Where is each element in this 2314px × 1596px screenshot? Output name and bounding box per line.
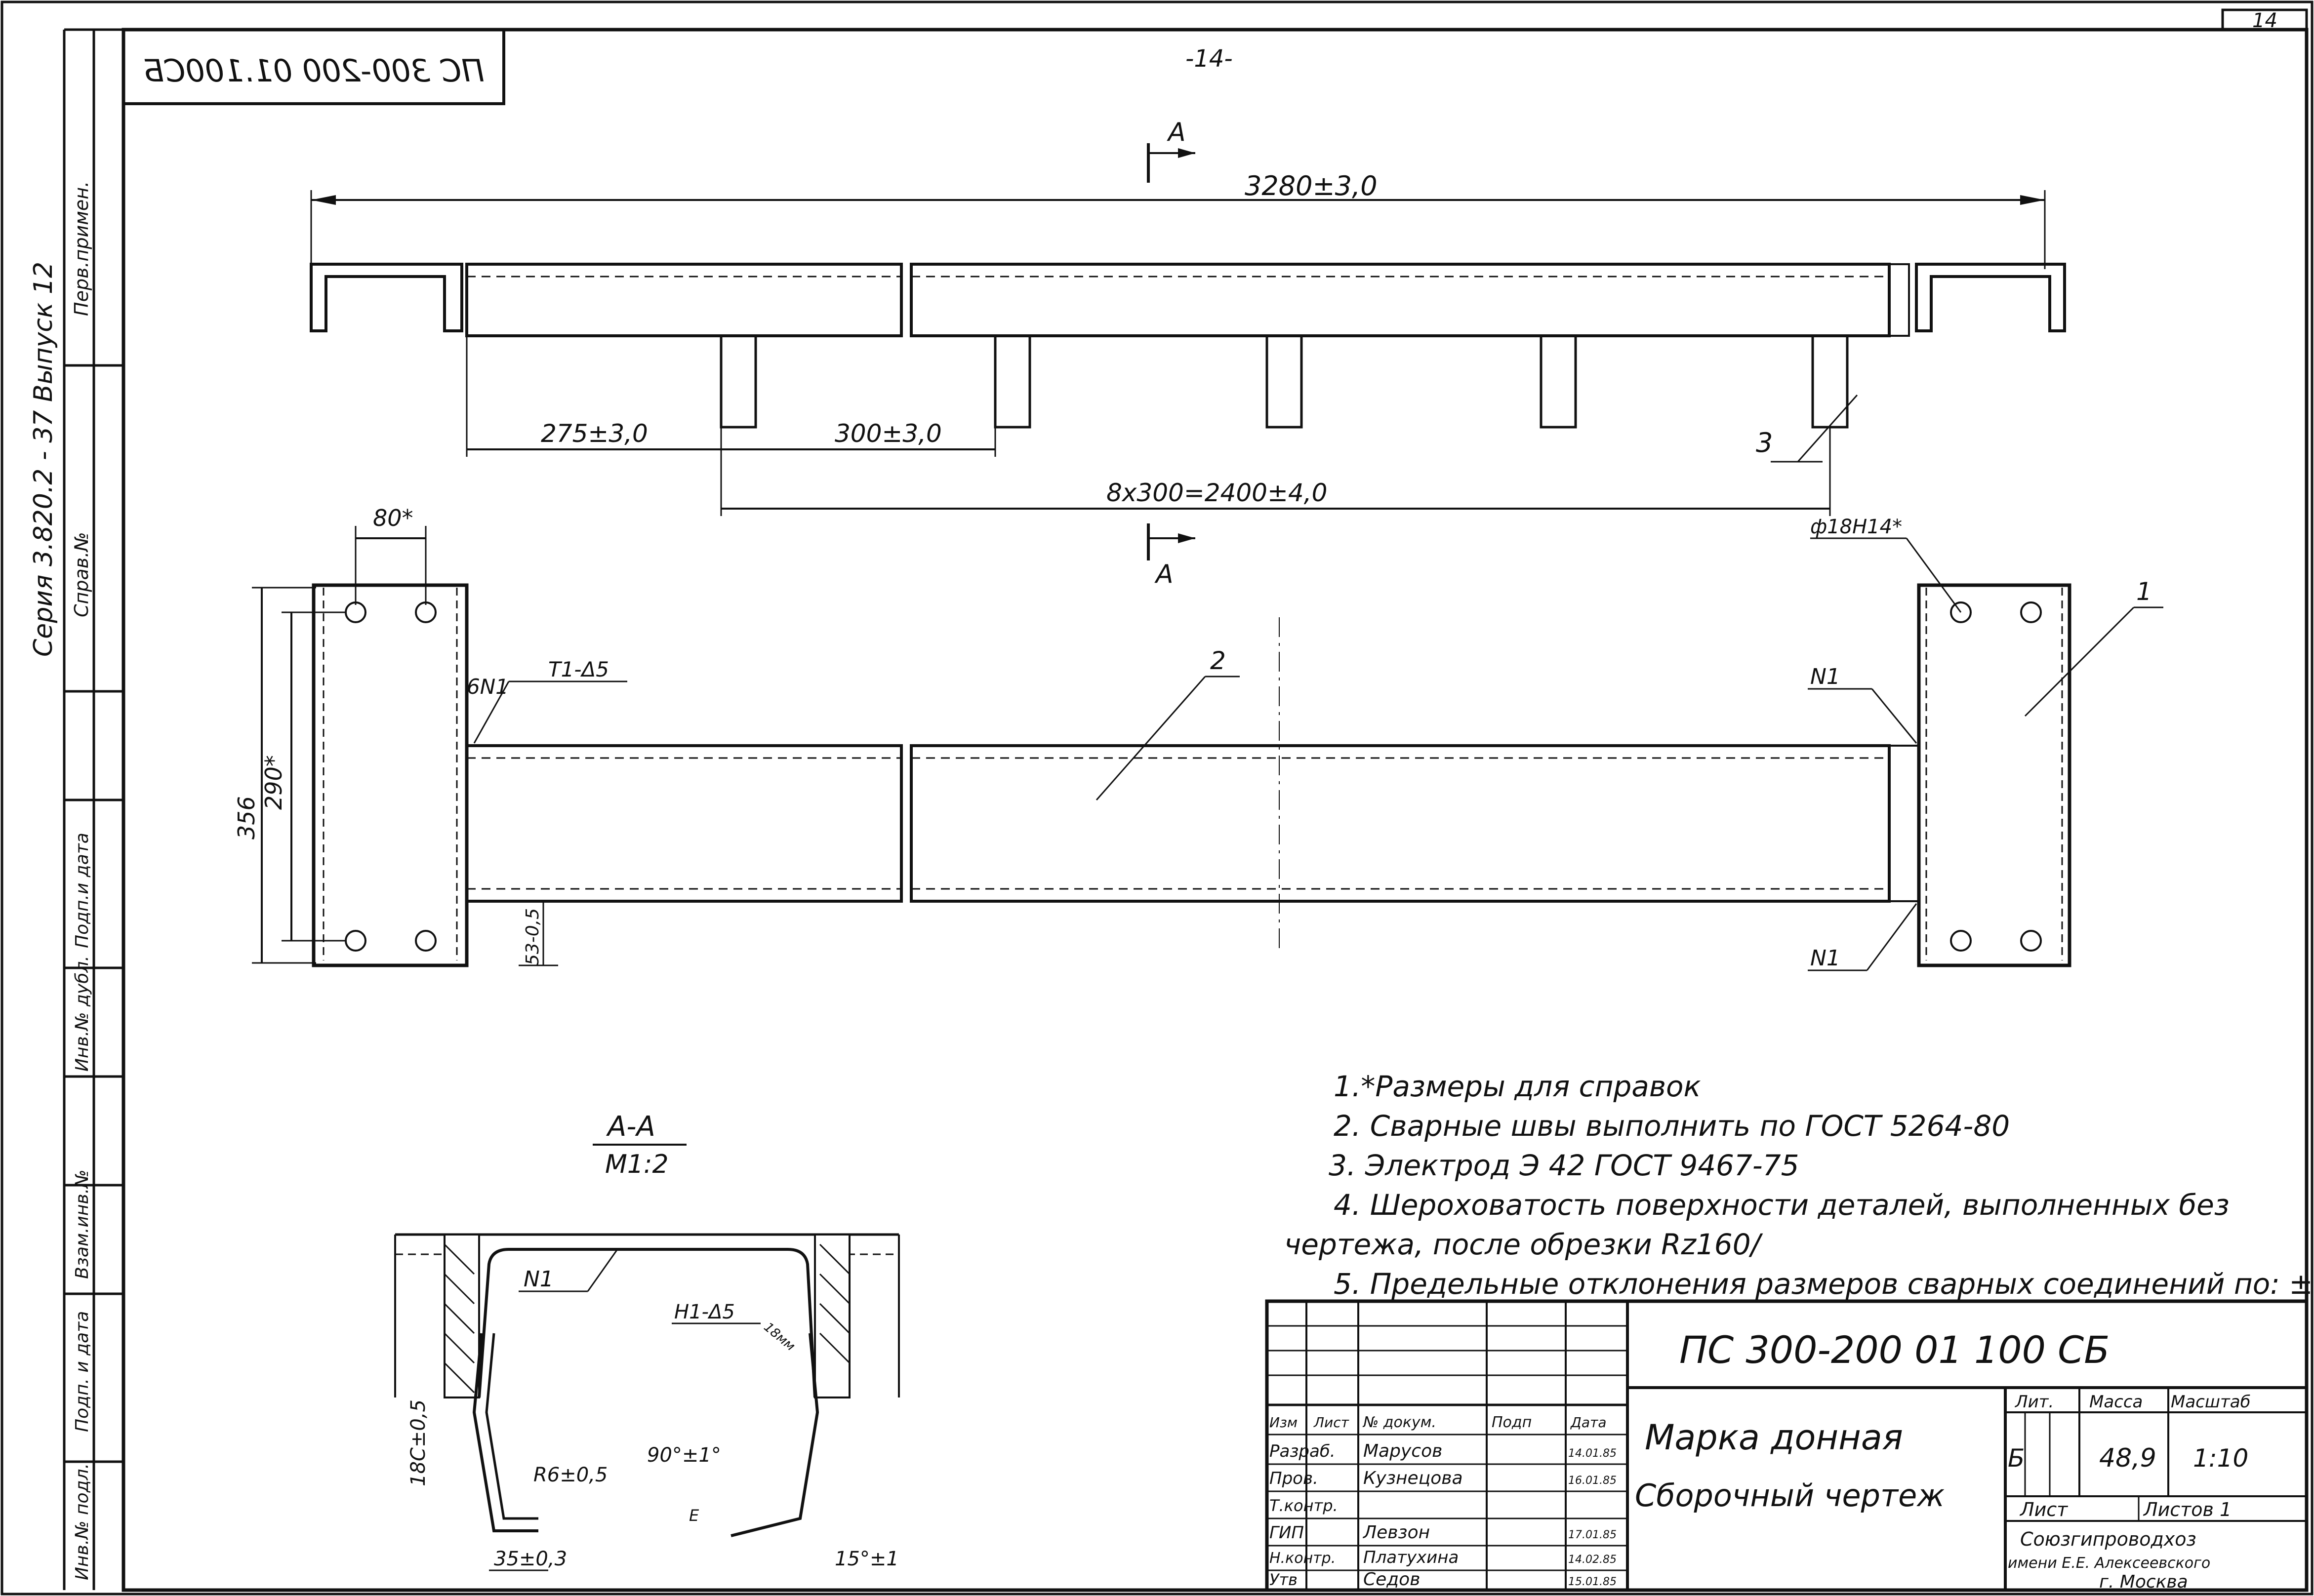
row-utv-name: Седов bbox=[1363, 1569, 1420, 1590]
hole-diameter-label: ф18Н14* bbox=[1810, 516, 1902, 538]
page-number: -14- bbox=[1185, 45, 1233, 73]
sprav-no-label: Справ.№ bbox=[71, 532, 92, 617]
perv-primen-label: Перв.примен. bbox=[71, 181, 92, 316]
plate-height-label: 356 bbox=[233, 796, 260, 839]
row-nkontr-role: Н.контр. bbox=[1269, 1550, 1336, 1567]
note-2: 2. Сварные швы выполнить по ГОСТ 5264-80 bbox=[1334, 1109, 2010, 1143]
notes: 1.*Размеры для справок 2. Сварные швы вы… bbox=[1284, 1070, 2314, 1301]
section-width-dim: 35±0,3 bbox=[494, 1548, 567, 1570]
sheet-label: Лист bbox=[2019, 1499, 2069, 1520]
section-weld-h1: Н1-Δ5 bbox=[674, 1301, 735, 1323]
section-angle: 90°±1° bbox=[647, 1444, 721, 1467]
row-nkontr-date: 14.02.85 bbox=[1568, 1554, 1617, 1566]
podp-data-label: Подп.и дата bbox=[72, 833, 92, 948]
row-tkontr-role: Т.контр. bbox=[1269, 1496, 1338, 1515]
row-prov-role: Пров. bbox=[1269, 1469, 1318, 1488]
org-line1: Союзгипроводхоз bbox=[2020, 1528, 2196, 1550]
mass-label: Масса bbox=[2089, 1392, 2143, 1412]
org-line2: имени Е.Е. Алексеевского bbox=[2008, 1555, 2210, 1572]
mirrored-code: ПС 300-200 01.100СБ bbox=[143, 53, 484, 89]
section-mark-top: А bbox=[1167, 118, 1186, 147]
pitch-label: 300±3,0 bbox=[835, 419, 942, 448]
section-weld-size: 18мм bbox=[761, 1319, 798, 1354]
lit-label: Лит. bbox=[2014, 1392, 2054, 1412]
mirrored-code-box bbox=[122, 28, 505, 105]
row-nkontr-name: Платухина bbox=[1363, 1548, 1459, 1567]
weld-left-type: Т1-Δ5 bbox=[548, 657, 609, 681]
inv-dubl-label: Инв.№ дубл. bbox=[72, 956, 92, 1072]
section-mark-bottom: А bbox=[1154, 559, 1174, 589]
row-utv-date: 15.01.85 bbox=[1568, 1576, 1617, 1588]
side-strip: Серия 3.820.2 - 37 Выпуск 12 Перв.примен… bbox=[29, 28, 123, 1590]
row-razrab-name: Марусов bbox=[1363, 1441, 1442, 1461]
col-list: Лист bbox=[1313, 1414, 1349, 1431]
row-gip-role: ГИП bbox=[1269, 1523, 1304, 1543]
section-height-dim: 18С±0,5 bbox=[407, 1399, 430, 1486]
note-5: 5. Предельные отклонения размеров сварны… bbox=[1334, 1267, 2314, 1301]
weld-left-label: 6N1 bbox=[467, 675, 509, 699]
col-podp: Подп bbox=[1492, 1414, 1532, 1431]
position-3: 3 bbox=[1756, 427, 1773, 458]
section-weld-n1: N1 bbox=[524, 1267, 554, 1292]
row-prov-date: 16.01.85 bbox=[1568, 1475, 1617, 1487]
scale-value: 1:10 bbox=[2193, 1444, 2248, 1473]
section-slope: 15°±1 bbox=[835, 1548, 899, 1570]
corner-page-number: 14 bbox=[2252, 9, 2277, 32]
hole-height-label: 290* bbox=[260, 755, 287, 810]
first-pitch-label: 275±3,0 bbox=[541, 419, 648, 448]
title-block: Изм Лист № докум. Подп Дата Разраб. Мару… bbox=[1265, 1299, 2309, 1592]
weld-right-top: N1 bbox=[1810, 664, 1840, 689]
row-razrab-date: 14.01.85 bbox=[1568, 1447, 1617, 1460]
note-4: 4. Шероховатость поверхности деталей, вы… bbox=[1334, 1188, 2230, 1222]
row-utv-role: Утв bbox=[1269, 1570, 1298, 1589]
section-title: А-А bbox=[606, 1111, 655, 1143]
row-razrab-role: Разраб. bbox=[1269, 1441, 1336, 1461]
vzam-inv-label: Взам.инв.№ bbox=[72, 1169, 92, 1279]
hole-spacing-label: 80* bbox=[373, 505, 413, 531]
note-4-cont: чертежа, после обрезки Rz160/ bbox=[1284, 1228, 1763, 1261]
lit-value: Б bbox=[2008, 1444, 2025, 1473]
bottom-offset-label: 53-0,5 bbox=[523, 908, 543, 965]
note-1: 1.*Размеры для справок bbox=[1334, 1070, 1701, 1103]
col-izm: Изм bbox=[1269, 1414, 1298, 1431]
corner-number-box bbox=[2221, 8, 2308, 31]
note-3: 3. Электрод Э 42 ГОСТ 9467-75 bbox=[1329, 1149, 1799, 1182]
plan-view: 80* 356 290* 53-0,5 6N1 Т1-Δ5 N1 N1 ф18Н… bbox=[233, 505, 2163, 971]
title-line2: Сборочный чертеж bbox=[1635, 1477, 1945, 1514]
row-gip-name: Левзон bbox=[1362, 1522, 1430, 1543]
section-mark-e: Е bbox=[689, 1506, 699, 1525]
org-line3: г. Москва bbox=[2099, 1572, 2188, 1592]
section-a-a: А-А М1:2 N1 Н1-Δ5 18мм 18С±0,5 R6±0,5 90… bbox=[394, 1111, 900, 1571]
row-prov-name: Кузнецова bbox=[1363, 1468, 1463, 1488]
overall-length-label: 3280±3,0 bbox=[1245, 170, 1378, 201]
scale-label: Масштаб bbox=[2171, 1392, 2251, 1412]
position-2: 2 bbox=[1210, 646, 1226, 675]
position-1: 1 bbox=[2136, 577, 2152, 606]
front-view: 3280±3,0 А А 275±3,0 300±3,0 bbox=[310, 118, 2066, 589]
sheets-label: Листов 1 bbox=[2143, 1499, 2232, 1520]
podp-data2-label: Подп. и дата bbox=[72, 1311, 92, 1432]
inv-podl-label: Инв.№ подл. bbox=[72, 1463, 92, 1580]
mass-value: 48,9 bbox=[2099, 1443, 2156, 1473]
col-dokum: № докум. bbox=[1362, 1414, 1436, 1431]
total-pitch-label: 8х300=2400±4,0 bbox=[1106, 479, 1327, 507]
series-label: Серия 3.820.2 - 37 Выпуск 12 bbox=[29, 262, 58, 657]
col-data: Дата bbox=[1570, 1414, 1607, 1431]
weld-right-bottom: N1 bbox=[1810, 946, 1840, 971]
row-gip-date: 17.01.85 bbox=[1568, 1529, 1617, 1541]
inner-border bbox=[122, 28, 2309, 1592]
title-line1: Марка донная bbox=[1645, 1417, 1903, 1458]
designation: ПС 300-200 01 100 СБ bbox=[1679, 1328, 2110, 1372]
section-scale: М1:2 bbox=[605, 1150, 669, 1179]
section-radius: R6±0,5 bbox=[533, 1464, 608, 1486]
